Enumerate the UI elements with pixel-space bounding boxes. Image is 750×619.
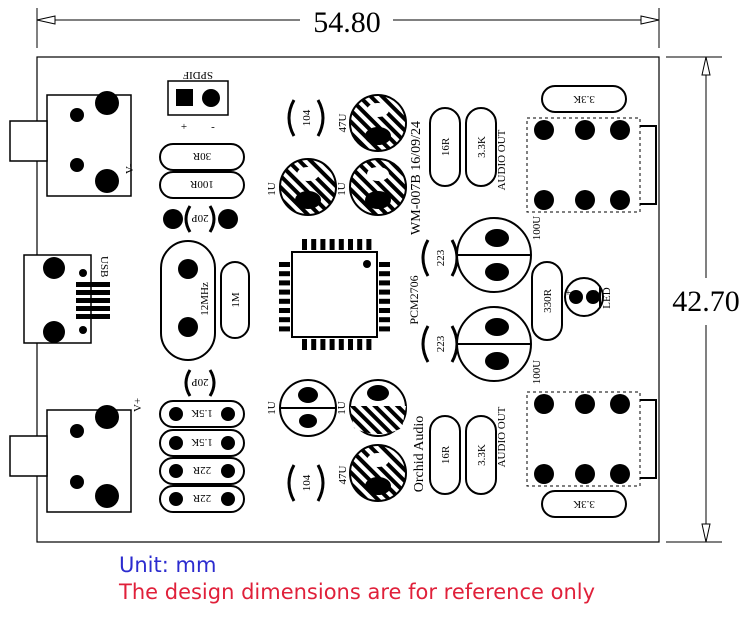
led-plus-b: + <box>593 287 599 299</box>
capacitor-1u-c-label: 1U <box>266 401 278 415</box>
resistor-3-3k-top <box>465 107 497 187</box>
audio-out-bottom-label: AUDIO OUT <box>496 406 508 467</box>
v-plus-label: V+ <box>132 398 144 412</box>
resistor-30r <box>159 143 245 171</box>
capacitor-1u-b <box>349 158 407 216</box>
power-jack-top <box>9 91 132 197</box>
resistor-3-3k-h-top-label: 3.3K <box>573 93 595 105</box>
capacitor-100u-top <box>456 217 532 293</box>
reference-disclaimer: The design dimensions are for reference … <box>119 580 596 604</box>
resistor-3-3k-top-label: 3.3K <box>476 136 488 158</box>
capacitor-1u-c <box>279 379 337 437</box>
pcm-label: PCM2706 <box>407 275 421 324</box>
led-label: LED <box>601 287 613 308</box>
spdif-label: SPDIF <box>183 69 213 81</box>
capacitor-20p-top-label: 20P <box>191 212 208 224</box>
resistor-330r-label: 330R <box>542 288 554 313</box>
capacitor-223-bottom-label: 223 <box>435 335 447 352</box>
spdif-plus: + <box>181 121 187 133</box>
power-jack-bottom <box>9 405 132 513</box>
resistor-3-3k-h-top <box>541 85 627 113</box>
resistor-100r <box>159 171 245 199</box>
capacitor-47u-bottom <box>349 444 407 502</box>
crystal-label: 12MHz <box>199 282 211 316</box>
resistor-1-5k-a <box>159 400 245 428</box>
resistor-1m <box>220 261 250 339</box>
resistor-1-5k-b <box>159 429 245 457</box>
led <box>564 277 604 317</box>
capacitor-47u-top <box>349 94 407 152</box>
width-dimension-label: 54.80 <box>313 6 381 39</box>
resistor-3-3k-bottom <box>465 415 497 495</box>
resistor-16r-top-label: 16R <box>440 137 452 156</box>
capacitor-104-top <box>287 99 325 137</box>
capacitor-20p-top <box>163 205 238 233</box>
capacitor-1u-b-label: 1U <box>336 182 348 196</box>
board-id-label: WM-007B 16/09/24 <box>409 121 424 235</box>
resistor-30r-label: 30R <box>192 150 211 162</box>
v-minus-label: V- <box>124 163 136 174</box>
capacitor-1u-a-label: 1U <box>266 182 278 196</box>
capacitor-47u-bottom-label: 47U <box>337 465 349 484</box>
capacitor-1u-a <box>279 158 337 216</box>
capacitor-20p-bottom-label: 20P <box>191 376 208 388</box>
capacitor-100u-bottom-label: 100U <box>531 360 543 385</box>
width-dimension <box>36 8 660 48</box>
resistor-3-3k-h-bottom <box>541 490 627 518</box>
resistor-3-3k-h-bottom-label: 3.3K <box>573 498 595 510</box>
resistor-22r-a-label: 22R <box>192 464 211 476</box>
crystal-12mhz <box>160 240 216 361</box>
capacitor-100u-bottom <box>456 306 532 382</box>
audio-out-top-label: AUDIO OUT <box>496 129 508 190</box>
brand-label: Orchid Audio <box>412 416 427 493</box>
resistor-330r <box>531 261 563 341</box>
capacitor-104-bottom <box>287 464 325 502</box>
capacitor-1u-d-label: 1U <box>336 401 348 415</box>
capacitor-100u-top-label: 100U <box>531 216 543 241</box>
resistor-16r-bottom-label: 16R <box>440 445 452 464</box>
led-plus-a: + <box>565 287 571 299</box>
capacitor-20p-bottom <box>184 369 216 397</box>
resistor-1m-label: 1M <box>230 292 242 308</box>
resistor-22r-b-label: 22R <box>192 492 211 504</box>
usb-label: USB <box>98 256 110 277</box>
resistor-1-5k-b-label: 1.5K <box>191 436 213 448</box>
capacitor-104-top-label: 104 <box>301 109 313 126</box>
height-dimension <box>666 56 722 543</box>
resistor-1-5k-a-label: 1.5K <box>191 407 213 419</box>
height-dimension-label: 42.70 <box>672 285 740 318</box>
audio-out-jack-top <box>526 117 657 213</box>
resistor-22r-b <box>159 485 245 513</box>
capacitor-1u-d <box>349 379 407 437</box>
spdif-minus: - <box>211 121 215 133</box>
capacitor-104-bottom-label: 104 <box>301 474 313 491</box>
ic-pcm2706 <box>279 239 390 350</box>
resistor-16r-bottom <box>429 415 461 495</box>
unit-note: Unit: mm <box>119 553 217 577</box>
resistor-22r-a <box>159 457 245 485</box>
resistor-16r-top <box>429 107 461 187</box>
capacitor-223-top-label: 223 <box>435 249 447 266</box>
spdif-header <box>167 80 229 116</box>
capacitor-47u-top-label: 47U <box>337 113 349 132</box>
audio-out-jack-bottom <box>526 391 657 487</box>
usb-port <box>23 254 110 344</box>
resistor-100r-label: 100R <box>189 178 214 190</box>
resistor-3-3k-bottom-label: 3.3K <box>476 444 488 466</box>
